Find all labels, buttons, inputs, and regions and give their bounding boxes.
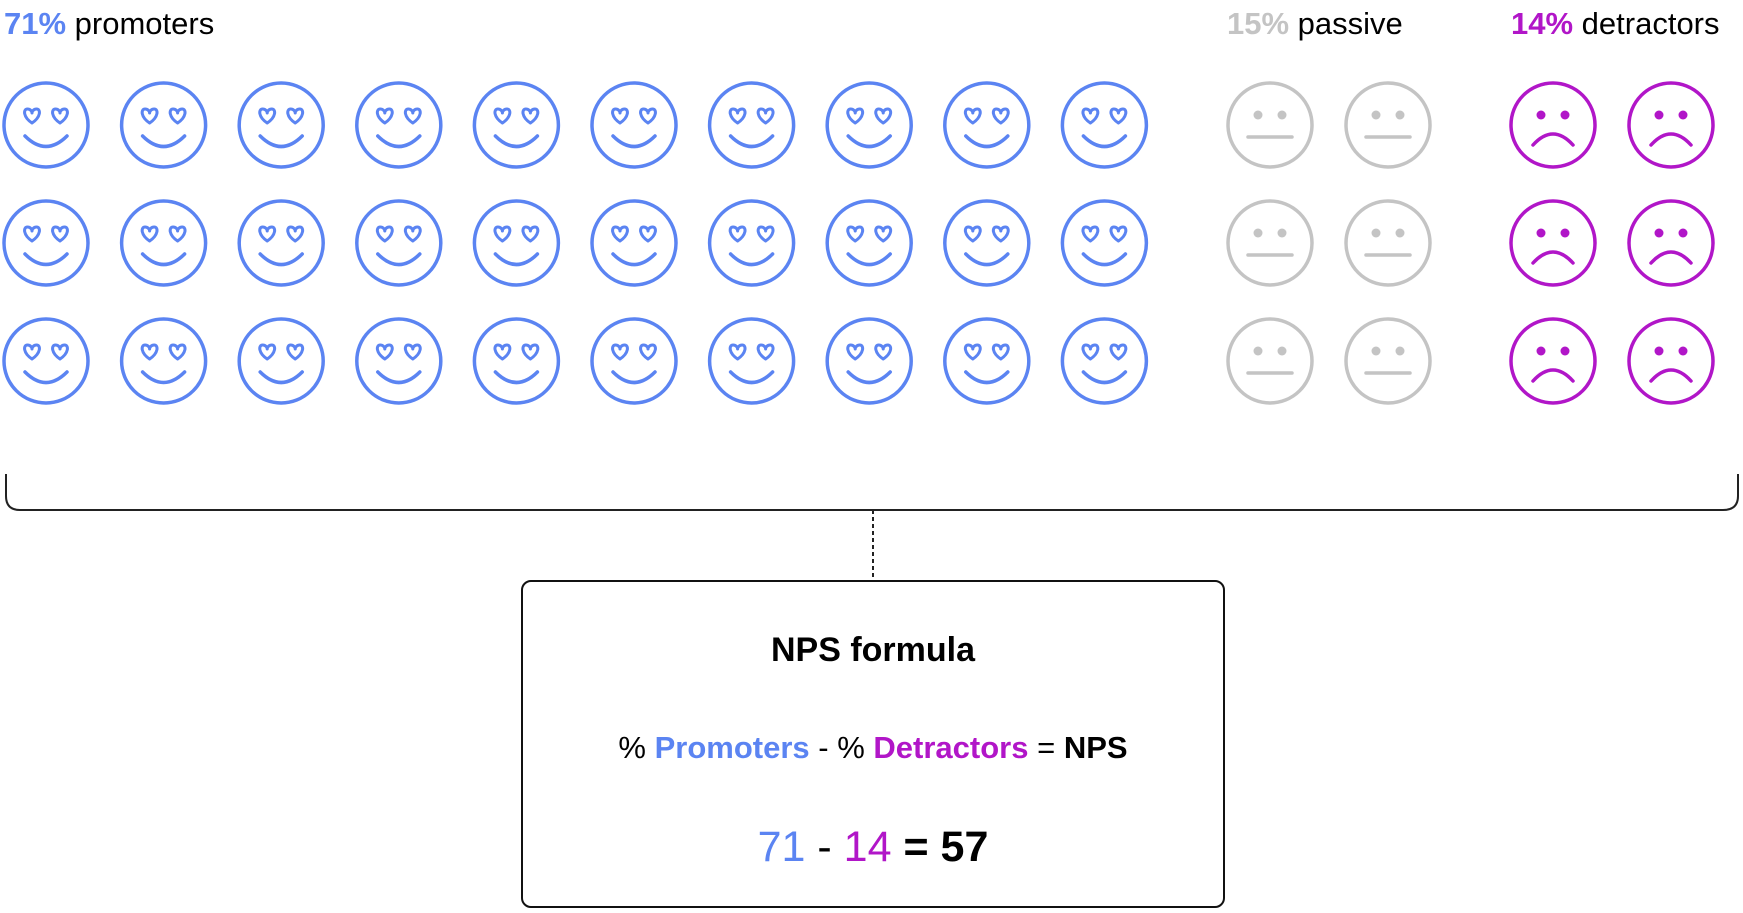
neutral-face-icon xyxy=(1344,81,1432,169)
frowning-face-icon xyxy=(1627,317,1715,405)
face-icon-grid xyxy=(2,81,1715,405)
heart-eyes-smiley-icon xyxy=(943,199,1031,287)
nps-formula-box: NPS formula % Promoters - % Detractors =… xyxy=(521,580,1225,908)
group-bracket xyxy=(5,474,1739,580)
heart-eyes-smiley-icon xyxy=(472,317,561,405)
heart-eyes-smiley-icon xyxy=(2,199,90,287)
frowning-face-icon xyxy=(1509,199,1597,287)
heart-eyes-smiley-icon xyxy=(237,199,325,287)
heart-eyes-smiley-icon xyxy=(825,199,913,287)
formula-percent-sign: % xyxy=(618,730,646,765)
formula-equals-sign: = xyxy=(1037,730,1056,765)
heart-eyes-smiley-icon xyxy=(943,81,1031,169)
heart-eyes-smiley-icon xyxy=(355,317,443,405)
frowning-face-icon xyxy=(1627,81,1715,169)
calc-promoters-value: 71 xyxy=(757,823,806,871)
heart-eyes-smiley-icon xyxy=(237,317,325,405)
promoters-label: 71% promoters xyxy=(4,4,214,44)
heart-eyes-smiley-icon xyxy=(472,81,561,169)
heart-eyes-smiley-icon xyxy=(355,81,443,169)
heart-eyes-smiley-icon xyxy=(943,317,1031,405)
formula-percent-sign: % xyxy=(837,730,865,765)
formula-calculation: 71 - 14 = 57 xyxy=(523,822,1223,872)
heart-eyes-smiley-icon xyxy=(2,317,90,405)
bracket-line xyxy=(5,474,1739,511)
neutral-face-icon xyxy=(1344,199,1432,287)
neutral-face-icon xyxy=(1226,199,1314,287)
neutral-face-icon xyxy=(1226,317,1314,405)
formula-expression: % Promoters - % Detractors = NPS xyxy=(523,728,1223,768)
heart-eyes-smiley-icon xyxy=(119,81,208,169)
heart-eyes-smiley-icon xyxy=(472,199,561,287)
calc-detractors-value: 14 xyxy=(843,823,892,871)
heart-eyes-smiley-icon xyxy=(1060,81,1149,169)
heart-eyes-smiley-icon xyxy=(707,199,796,287)
promoters-percent: 71% xyxy=(4,6,67,41)
heart-eyes-smiley-icon xyxy=(119,317,208,405)
heart-eyes-smiley-icon xyxy=(355,199,443,287)
formula-promoters-word: Promoters xyxy=(654,730,810,765)
heart-eyes-smiley-icon xyxy=(707,317,796,405)
formula-minus-sign: - xyxy=(818,730,829,765)
frowning-face-icon xyxy=(1509,81,1597,169)
formula-detractors-word: Detractors xyxy=(873,730,1029,765)
detractors-percent: 14% xyxy=(1511,6,1574,41)
heart-eyes-smiley-icon xyxy=(1060,199,1149,287)
heart-eyes-smiley-icon xyxy=(119,199,208,287)
calc-equals-sign: = xyxy=(903,823,929,871)
detractors-label: 14% detractors xyxy=(1511,4,1720,44)
promoters-label-text: promoters xyxy=(74,6,215,41)
heart-eyes-smiley-icon xyxy=(2,81,90,169)
heart-eyes-smiley-icon xyxy=(825,317,913,405)
heart-eyes-smiley-icon xyxy=(237,81,325,169)
passive-percent: 15% xyxy=(1227,6,1290,41)
heart-eyes-smiley-icon xyxy=(590,199,678,287)
calc-minus-sign: - xyxy=(817,823,832,871)
passive-label: 15% passive xyxy=(1227,4,1403,44)
heart-eyes-smiley-icon xyxy=(590,317,678,405)
formula-nps-word: NPS xyxy=(1063,730,1128,765)
calc-result-value: 57 xyxy=(940,823,989,871)
heart-eyes-smiley-icon xyxy=(1060,317,1149,405)
neutral-face-icon xyxy=(1226,81,1314,169)
heart-eyes-smiley-icon xyxy=(707,81,796,169)
passive-label-text: passive xyxy=(1297,6,1403,41)
detractors-label-text: detractors xyxy=(1581,6,1720,41)
frowning-face-icon xyxy=(1627,199,1715,287)
heart-eyes-smiley-icon xyxy=(825,81,913,169)
neutral-face-icon xyxy=(1344,317,1432,405)
frowning-face-icon xyxy=(1509,317,1597,405)
formula-title: NPS formula xyxy=(770,631,976,669)
heart-eyes-smiley-icon xyxy=(590,81,678,169)
